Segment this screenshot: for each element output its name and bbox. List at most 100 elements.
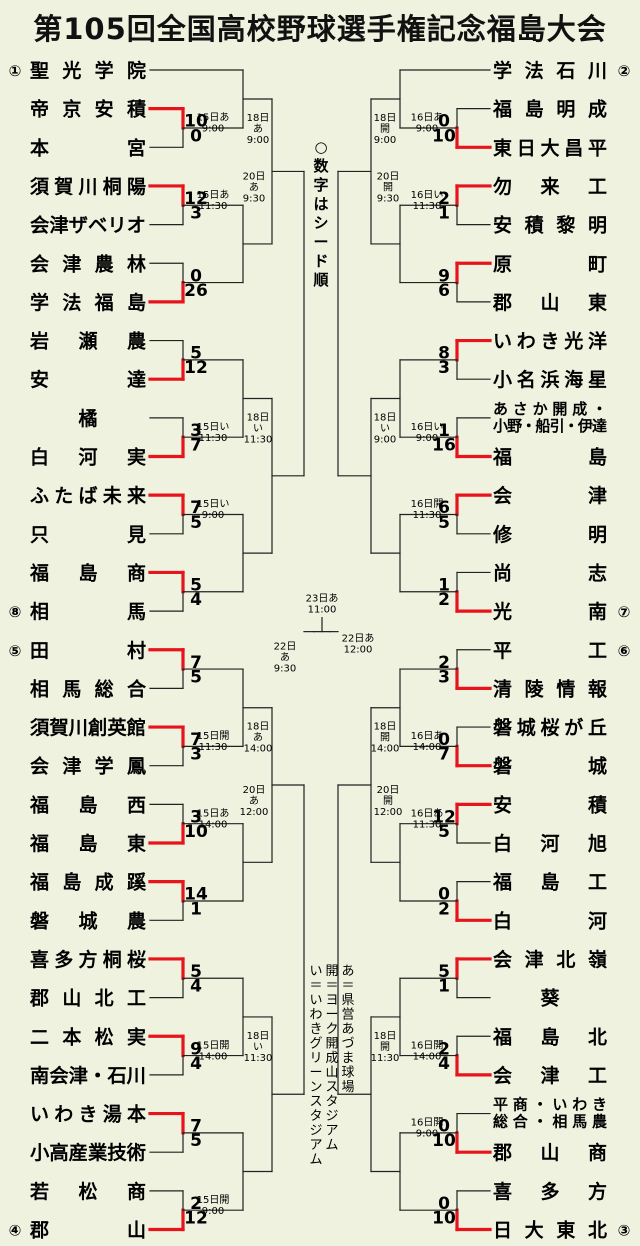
venue-legend-char: づ <box>341 1037 354 1052</box>
team-name: 安積 <box>493 793 607 816</box>
team-name: 白河旭 <box>493 832 607 855</box>
team-name: 平商・いわき <box>493 1096 607 1114</box>
game-venue: 開 <box>383 795 393 807</box>
game-date: 18日 <box>374 413 397 424</box>
score: 12 <box>184 1209 208 1229</box>
game-date: 16日開 <box>411 1117 444 1129</box>
score: 10 <box>432 126 456 146</box>
game-time: 12:00 <box>240 807 269 818</box>
score: 10 <box>184 112 208 132</box>
score: 2 <box>438 189 450 209</box>
game-date: 18日 <box>374 722 397 733</box>
game-time: 11:30 <box>199 433 228 444</box>
game-venue: あ <box>249 795 259 807</box>
game-time: 9:00 <box>202 510 224 521</box>
score: 3 <box>190 807 202 827</box>
score: 4 <box>190 977 202 997</box>
team-name: いわき光洋 <box>493 330 607 353</box>
game-venue: あ <box>253 732 263 744</box>
seed-note-char: 数 <box>313 157 329 175</box>
page-title: 第105回全国高校野球選手権記念福島大会 <box>33 12 607 46</box>
team-name: 磐城 <box>493 755 607 778</box>
score: 10 <box>432 1131 456 1151</box>
seed-label: ① <box>9 62 22 80</box>
team-name: 岩瀬農 <box>29 330 146 353</box>
team-name: 光南 <box>492 600 607 623</box>
game-date: 15日い <box>197 499 230 510</box>
seed-note-char: ド <box>313 252 328 270</box>
game-time: 11:30 <box>371 1053 400 1064</box>
venue-legend-char: タ <box>325 1095 338 1110</box>
score: 6 <box>438 498 450 518</box>
score: 4 <box>438 1054 450 1074</box>
team-name: 磐城桜が丘 <box>493 716 607 739</box>
final-time: 11:00 <box>308 605 337 616</box>
team-name: 帝京安積 <box>30 98 146 121</box>
team-name: 福島西 <box>29 793 146 816</box>
venue-legend-char: ー <box>325 1008 338 1023</box>
team-name: 喜多方桐桜 <box>30 948 146 971</box>
game-date: 15日あ <box>197 112 230 124</box>
score: 1 <box>438 204 450 224</box>
team-name: 相馬総合 <box>30 677 147 700</box>
venue-legend-char: 成 <box>325 1051 338 1066</box>
team-name: 福島成蹊 <box>29 871 147 894</box>
seed-label: ⑥ <box>618 642 631 660</box>
score: 3 <box>190 421 202 441</box>
venue-legend-char: ン <box>309 1080 322 1095</box>
team-name: 喜多方 <box>493 1180 607 1203</box>
score: 0 <box>190 126 202 146</box>
team-name: 修明 <box>492 523 607 546</box>
game-date: 16日い <box>411 422 444 433</box>
game-time: 11:30 <box>199 201 228 212</box>
semi-date: 22日あ <box>342 633 375 645</box>
venue-legend-char: き <box>309 1022 322 1037</box>
score: 2 <box>438 590 450 610</box>
score: 3 <box>190 204 202 224</box>
team-name: 相馬 <box>30 601 146 623</box>
game-date: 18日 <box>247 1031 270 1042</box>
game-time: 9:00 <box>374 135 396 146</box>
team-name: 二本松実 <box>30 1025 146 1048</box>
score: 9 <box>190 1039 202 1059</box>
team-name-line2: 総合・相馬農 <box>493 1113 607 1131</box>
score: 26 <box>184 281 208 301</box>
seed-note-char: 字 <box>313 176 328 194</box>
team-name: 小名浜海星 <box>493 368 607 391</box>
score: 2 <box>190 1194 202 1214</box>
team-name: 日大東北 <box>493 1219 607 1242</box>
score: 14 <box>184 885 208 905</box>
game-venue: あ <box>253 123 263 135</box>
venue-legend-char: ヨ <box>325 993 338 1008</box>
game-date: 16日あ <box>411 112 444 124</box>
team-name: 郡山北工 <box>29 988 146 1010</box>
score: 12 <box>432 807 456 827</box>
game-date: 16日開 <box>411 498 444 510</box>
score: 5 <box>190 575 202 595</box>
team-name: 福島明成 <box>492 98 607 121</box>
score: 7 <box>190 498 202 518</box>
team-name: 安達 <box>30 368 146 391</box>
game-date: 15日開 <box>197 1039 230 1051</box>
game-date: 16日あ <box>411 730 444 742</box>
score: 5 <box>190 962 202 982</box>
venue-legend-char: ム <box>309 1153 322 1168</box>
team-name: 橘 <box>77 407 97 430</box>
venue-legend-char: ＝ <box>325 979 338 994</box>
team-name: 清陵情報 <box>493 677 608 700</box>
team-name: 磐城農 <box>30 909 146 932</box>
score: 5 <box>190 1131 202 1151</box>
team-name: 安積黎明 <box>493 214 607 237</box>
seed-note-char: シ <box>313 214 328 232</box>
venue-legend-char: あ <box>341 1022 354 1037</box>
team-name: 若松商 <box>30 1180 146 1203</box>
team-name: 田村 <box>30 639 146 662</box>
game-time: 14:00 <box>413 742 442 753</box>
score: 5 <box>438 822 450 842</box>
game-date: 18日 <box>374 113 397 124</box>
score: 4 <box>190 1054 202 1074</box>
final-date: 23日あ <box>306 593 339 605</box>
game-time: 11:30 <box>413 510 442 521</box>
venue-legend-char: 開 <box>325 964 338 979</box>
game-venue: 開 <box>380 123 390 135</box>
